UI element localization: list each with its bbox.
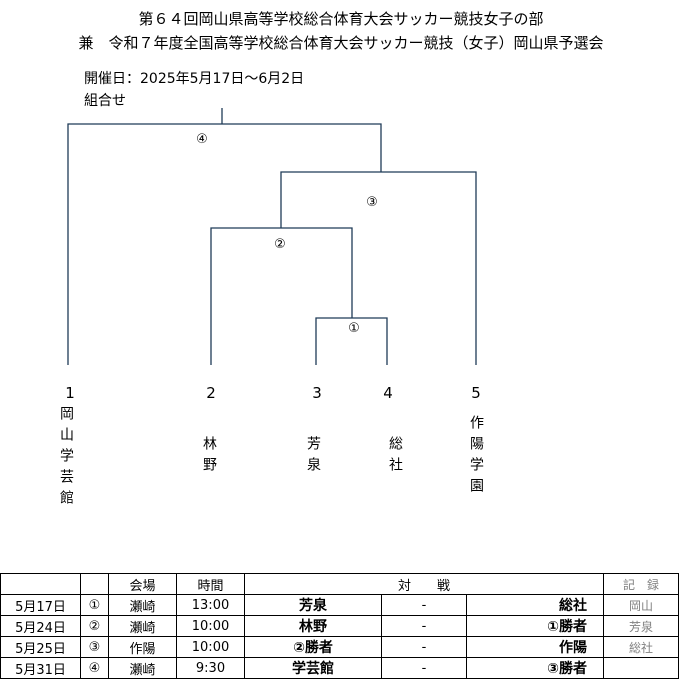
team-name-4: 総社 xyxy=(387,436,403,478)
row-home-team: 芳泉 xyxy=(244,594,382,616)
row-away-team: 総社 xyxy=(466,594,604,616)
row-score: - xyxy=(381,594,467,616)
schedule-header-row: 会場 時間 対 戦 記 録 xyxy=(0,573,679,595)
row-record: 芳泉 xyxy=(603,615,679,637)
schedule-table: 会場 時間 対 戦 記 録 5月17日 ① 瀬崎 13:00 芳泉 - 総社 岡… xyxy=(0,573,679,679)
match-label-4: ④ xyxy=(196,132,208,147)
row-time: 10:00 xyxy=(176,636,245,658)
row-date: 5月17日 xyxy=(0,594,81,616)
row-time: 10:00 xyxy=(176,615,245,637)
header-time: 時間 xyxy=(176,573,245,595)
table-row: 5月31日 ④ 瀬崎 9:30 学芸館 - ③勝者 xyxy=(0,657,679,679)
row-record: 総社 xyxy=(603,636,679,658)
table-row: 5月24日 ② 瀬崎 10:00 林野 - ①勝者 芳泉 xyxy=(0,615,679,637)
team-name-5: 作陽学園 xyxy=(468,415,484,499)
row-venue: 作陽 xyxy=(108,636,177,658)
table-row: 5月25日 ③ 作陽 10:00 ②勝者 - 作陽 総社 xyxy=(0,636,679,658)
bracket-line-match-3 xyxy=(280,171,477,365)
row-away-team: ①勝者 xyxy=(466,615,604,637)
team-name-3: 芳泉 xyxy=(305,436,321,478)
row-match-no: ④ xyxy=(80,657,109,679)
header-match: 対 戦 xyxy=(244,573,604,595)
header-no xyxy=(80,573,109,595)
row-away-team: 作陽 xyxy=(466,636,604,658)
row-time: 9:30 xyxy=(176,657,245,679)
row-record: 岡山 xyxy=(603,594,679,616)
event-dates: 開催日：2025年5月17日～6月2日 xyxy=(84,71,305,87)
bracket-line-match-4 xyxy=(67,123,382,365)
row-home-team: 学芸館 xyxy=(244,657,382,679)
team-number-1: 1 xyxy=(65,384,75,402)
team-number-2: 2 xyxy=(206,384,216,402)
team-name-2: 林野 xyxy=(201,436,217,478)
header-venue: 会場 xyxy=(108,573,177,595)
row-venue: 瀬崎 xyxy=(108,594,177,616)
team-number-3: 3 xyxy=(312,384,322,402)
page-title: 第６４回岡山県高等学校総合体育大会サッカー競技女子の部 xyxy=(138,10,544,28)
row-score: - xyxy=(381,636,467,658)
row-match-no: ② xyxy=(80,615,109,637)
tournament-bracket xyxy=(67,108,477,365)
team-number-4: 4 xyxy=(383,384,393,402)
section-label: 組合せ xyxy=(84,93,126,109)
row-match-no: ③ xyxy=(80,636,109,658)
header-record: 記 録 xyxy=(603,573,679,595)
team-number-5: 5 xyxy=(471,384,481,402)
match-label-3: ③ xyxy=(366,195,378,210)
row-time: 13:00 xyxy=(176,594,245,616)
page-subtitle: 兼 令和７年度全国高等学校総合体育大会サッカー競技（女子）岡山県予選会 xyxy=(78,34,604,52)
row-home-team: ②勝者 xyxy=(244,636,382,658)
row-away-team: ③勝者 xyxy=(466,657,604,679)
row-date: 5月24日 xyxy=(0,615,81,637)
row-date: 5月25日 xyxy=(0,636,81,658)
row-venue: 瀬崎 xyxy=(108,657,177,679)
match-label-1: ① xyxy=(348,321,360,336)
row-date: 5月31日 xyxy=(0,657,81,679)
team-name-1: 岡山学芸館 xyxy=(58,406,74,511)
table-row: 5月17日 ① 瀬崎 13:00 芳泉 - 総社 岡山 xyxy=(0,594,679,616)
row-match-no: ① xyxy=(80,594,109,616)
row-home-team: 林野 xyxy=(244,615,382,637)
row-record xyxy=(603,657,679,679)
match-label-2: ② xyxy=(274,237,286,252)
header-date xyxy=(0,573,81,595)
row-score: - xyxy=(381,657,467,679)
row-venue: 瀬崎 xyxy=(108,615,177,637)
row-score: - xyxy=(381,615,467,637)
